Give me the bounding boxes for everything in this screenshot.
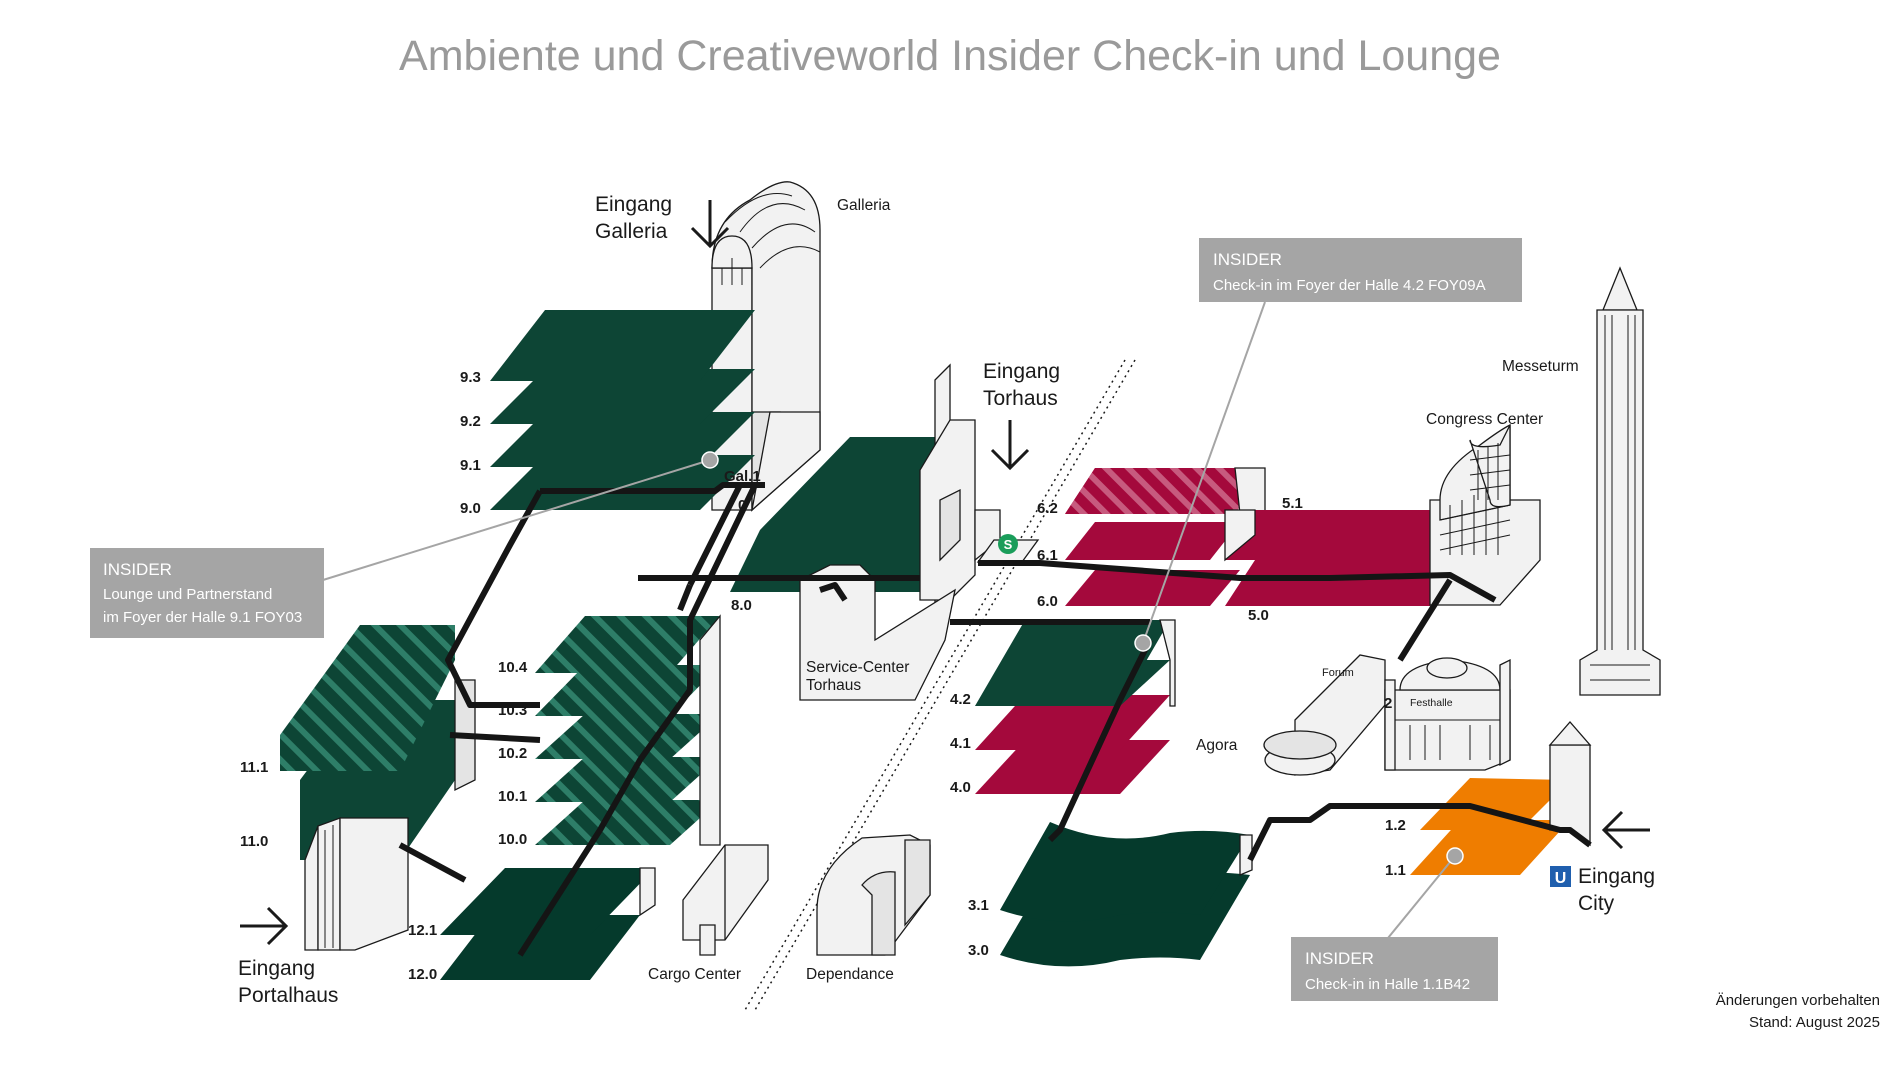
entrance-portalhaus-line1: Eingang — [238, 957, 315, 980]
service-center-label-2: Torhaus — [806, 677, 861, 694]
entrance-city-line1: Eingang — [1578, 865, 1655, 888]
hall-label-1-2: 1.2 — [1385, 817, 1406, 834]
cargo-center-label: Cargo Center — [648, 966, 741, 983]
dependance-building — [816, 834, 931, 956]
callout-checkin11-line1: Check-in in Halle 1.1B42 — [1305, 976, 1470, 993]
entrance-galleria-line2: Galleria — [595, 220, 668, 243]
galleria-label: Galleria — [837, 197, 891, 214]
hall-5-stack — [1224, 509, 1460, 606]
hall-12-stack — [440, 867, 656, 980]
checkin42-leader-line — [1142, 301, 1266, 644]
hall-label-4-1: 4.1 — [950, 735, 971, 752]
cargo-center-building — [682, 844, 769, 956]
hall-label-10-1: 10.1 — [498, 788, 527, 805]
hall-label-9-0: 9.0 — [460, 500, 481, 517]
hall-label-10-2: 10.2 — [498, 745, 527, 762]
callout-checkin11-title: INSIDER — [1305, 949, 1374, 968]
hall-label-4-2: 4.2 — [950, 691, 971, 708]
footer-note-changes: Änderungen vorbehalten — [1716, 992, 1880, 1009]
hall-label-3-1: 3.1 — [968, 897, 989, 914]
sbahn-station: S — [976, 534, 1040, 563]
arrow-right-icon — [240, 906, 289, 946]
hall-label-11-1: 11.1 — [240, 759, 268, 776]
page-title: Ambiente und Creativeworld Insider Check… — [399, 32, 1501, 80]
hall-label-6-2: 6.2 — [1037, 500, 1058, 517]
hall-label-11-0: 11.0 — [240, 833, 268, 850]
hall-label-12-0: 12.0 — [408, 966, 437, 983]
hall-label-6-1: 6.1 — [1037, 547, 1058, 564]
callout-checkin42-line1: Check-in im Foyer der Halle 4.2 FOY09A — [1213, 277, 1486, 294]
checkin11-pin — [1446, 847, 1464, 865]
congress-center-label: Congress Center — [1426, 411, 1543, 428]
hall-label-5-1: 5.1 — [1282, 495, 1303, 512]
checkin11-leader-line — [1387, 855, 1456, 939]
callout-lounge: INSIDER Lounge und Partnerstand im Foyer… — [90, 548, 324, 638]
messeturm-building — [1579, 266, 1661, 696]
festhalle-label: Festhalle — [1410, 697, 1453, 709]
hall-6-stack — [1065, 467, 1266, 606]
hall-label-3-0: 3.0 — [968, 942, 989, 959]
arrow-left-icon — [1601, 810, 1650, 850]
festhalle-building — [1384, 657, 1511, 771]
walking-routes — [398, 482, 1592, 957]
ubahn-icon: U — [1550, 866, 1571, 887]
hall-label-9-3: 9.3 — [460, 369, 481, 386]
callout-lounge-line1: Lounge und Partnerstand — [103, 586, 272, 603]
forum-label: Forum — [1322, 667, 1354, 679]
footer-note-date: Stand: August 2025 — [1749, 1014, 1880, 1031]
entrance-portalhaus-line2: Portalhaus — [238, 984, 338, 1007]
sbahn-letter: S — [1004, 537, 1013, 552]
agora-label: Agora — [1196, 737, 1238, 754]
service-center-label-1: Service-Center — [806, 659, 909, 676]
hall-label-8-0: 8.0 — [731, 597, 752, 614]
hall-8 — [730, 437, 935, 592]
callout-checkin42-title: INSIDER — [1213, 250, 1282, 269]
hall-label-5-0: 5.0 — [1248, 607, 1269, 624]
portalhaus-building — [304, 817, 409, 951]
hall-label-10-4: 10.4 — [498, 659, 528, 676]
hall-label-6-0: 6.0 — [1037, 593, 1058, 610]
callout-checkin-4-2: INSIDER Check-in im Foyer der Halle 4.2 … — [1199, 238, 1522, 302]
entrance-torhaus-line1: Eingang — [983, 360, 1060, 383]
hall-9-stack — [490, 310, 755, 510]
arrow-down-icon — [990, 420, 1030, 471]
hall-label-12-1: 12.1 — [408, 922, 437, 939]
hall-label-1-1: 1.1 — [1385, 862, 1406, 879]
entrance-city-line2: City — [1578, 892, 1615, 915]
entrance-torhaus-line2: Torhaus — [983, 387, 1058, 410]
callout-lounge-title: INSIDER — [103, 560, 172, 579]
dependance-label: Dependance — [806, 966, 894, 983]
entrance-galleria-line1: Eingang — [595, 193, 672, 216]
callout-checkin-1-1: INSIDER Check-in in Halle 1.1B42 — [1291, 937, 1498, 1001]
arrow-down-icon — [690, 200, 730, 249]
hall-3-stack — [1000, 822, 1253, 967]
hall-label-gal-1: Gal.1 — [724, 468, 761, 485]
checkin42-pin — [1134, 634, 1152, 652]
festhalle-number: 2 — [1384, 695, 1392, 712]
ubahn-letter: U — [1555, 870, 1567, 887]
galleria-building — [711, 181, 821, 512]
congress-center-building — [1429, 423, 1541, 606]
messeturm-label: Messeturm — [1502, 358, 1579, 375]
callout-lounge-line2: im Foyer der Halle 9.1 FOY03 — [103, 609, 302, 626]
hall-10-stack — [535, 614, 721, 846]
hall-label-10-0: 10.0 — [498, 831, 527, 848]
lounge-pin — [701, 451, 719, 469]
hall-label-9-2: 9.2 — [460, 413, 481, 430]
sbahn-icon — [998, 534, 1018, 554]
lounge-leader-line — [322, 459, 711, 581]
hall-label-9-1: 9.1 — [460, 457, 481, 474]
hall-label-4-0: 4.0 — [950, 779, 971, 796]
